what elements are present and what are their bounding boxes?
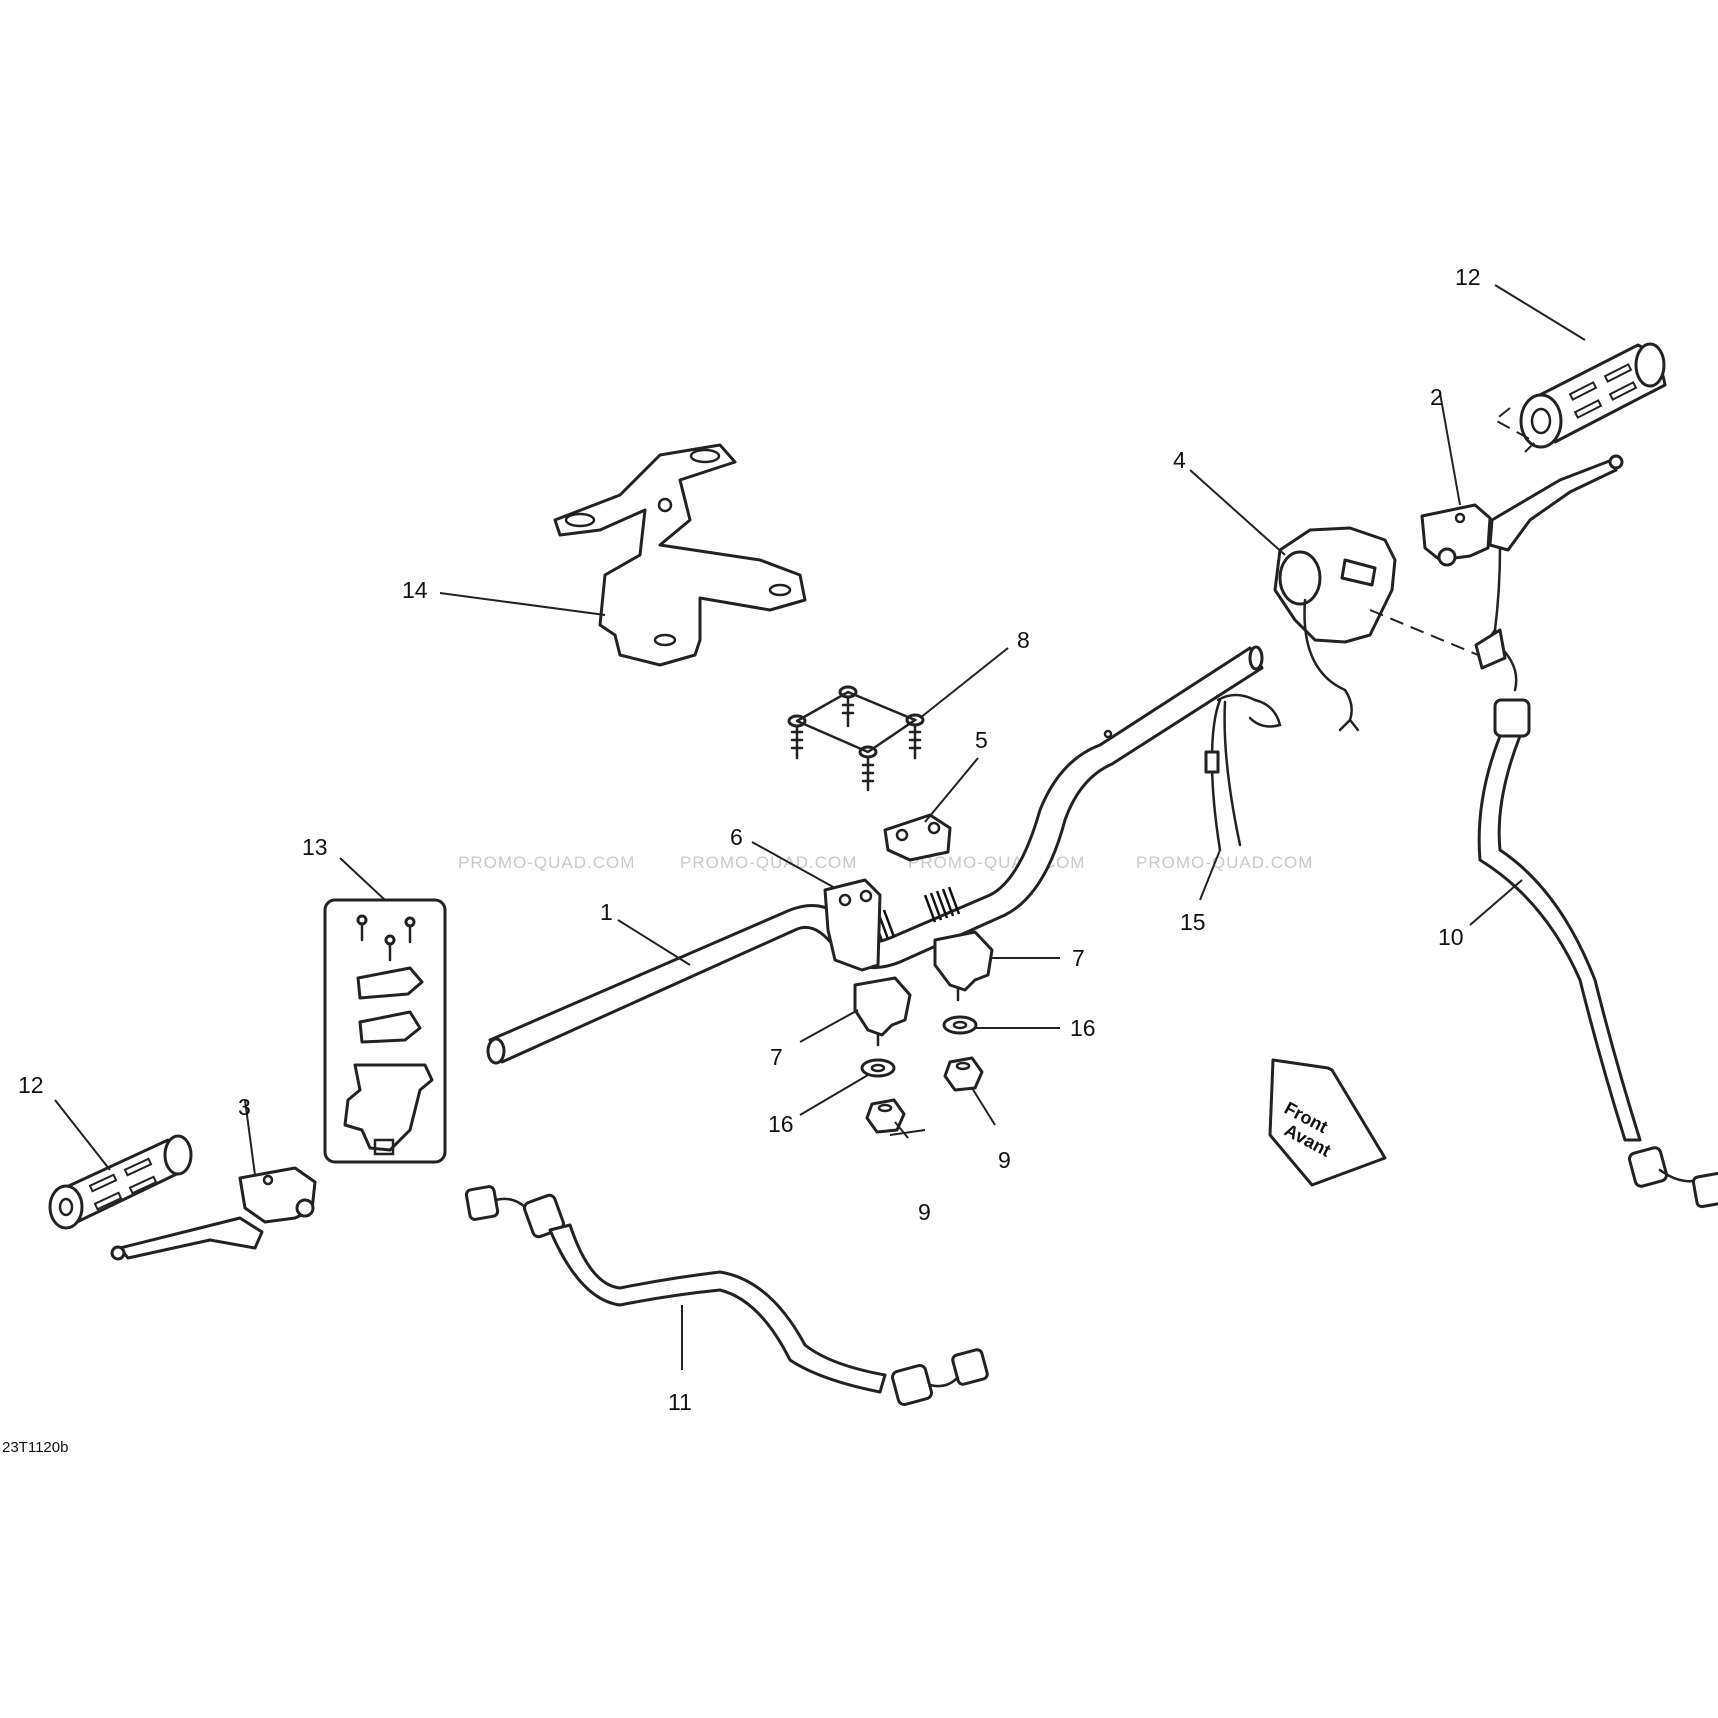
upper-clamp-left [823,878,882,972]
diagram-code: 23T1120b [2,1439,68,1456]
left-lever-part [110,1166,317,1261]
callout-15: 15 [1180,909,1206,935]
callout-9b: 9 [918,1199,931,1225]
callout-1: 1 [600,899,613,925]
bolt-4 [858,745,878,792]
switch-housing-part [1273,526,1397,732]
washer-right [942,1015,978,1035]
right-cable-part [1474,628,1718,1209]
right-lever-part [1420,454,1624,642]
callout-2: 2 [1430,384,1443,410]
nut-left [865,1098,906,1134]
callout-11: 11 [668,1389,692,1415]
front-direction-arrow: Front Avant [1268,1058,1387,1187]
callout-12a: 12 [1455,264,1481,290]
bolt-2 [838,685,858,728]
callout-12b: 12 [18,1072,44,1098]
wire-harness-part [1204,693,1282,852]
washer-left [860,1058,896,1078]
grip-to-lever-dashline [1493,407,1537,453]
callout-16a: 16 [1070,1015,1096,1041]
lower-clamp-right [933,930,994,1002]
left-cable-part [464,1185,989,1406]
callout-7b: 7 [770,1044,783,1070]
callout-13: 13 [302,834,328,860]
switch-dashline [1369,609,1479,656]
callout-5: 5 [975,727,988,753]
callouts: 1 2 3 4 5 6 7 7 8 9 9 10 11 12 12 13 14 … [18,264,1481,1415]
kit-screws [356,914,416,962]
knurl-right [923,886,961,923]
bolts-part [787,685,925,792]
callout-7a: 7 [1072,945,1085,971]
lower-clamp-left [853,976,912,1047]
watermark-2: PROMO-QUAD.COM [680,853,857,872]
left-grip-slots [88,1157,158,1211]
callout-9a: 9 [998,1147,1011,1173]
callout-8: 8 [1017,627,1030,653]
callout-16b: 16 [768,1111,794,1137]
watermark-4: PROMO-QUAD.COM [1136,853,1313,872]
watermark-row: PROMO-QUAD.COM PROMO-QUAD.COM PROMO-QUAD… [458,853,1313,872]
kit-box [323,898,447,1164]
callout-6: 6 [730,824,743,850]
callout-14: 14 [402,577,428,603]
right-grip-part [1519,342,1667,449]
leader-lines [54,284,1586,1370]
bracket-part [553,443,807,667]
watermark-1: PROMO-QUAD.COM [458,853,635,872]
left-grip-part [48,1134,193,1230]
right-grip-slots [1568,363,1638,419]
callout-4: 4 [1173,447,1186,473]
upper-clamp-right [883,813,952,862]
nut-right [943,1056,984,1092]
callout-3: 3 [238,1094,251,1120]
callout-10: 10 [1438,924,1464,950]
